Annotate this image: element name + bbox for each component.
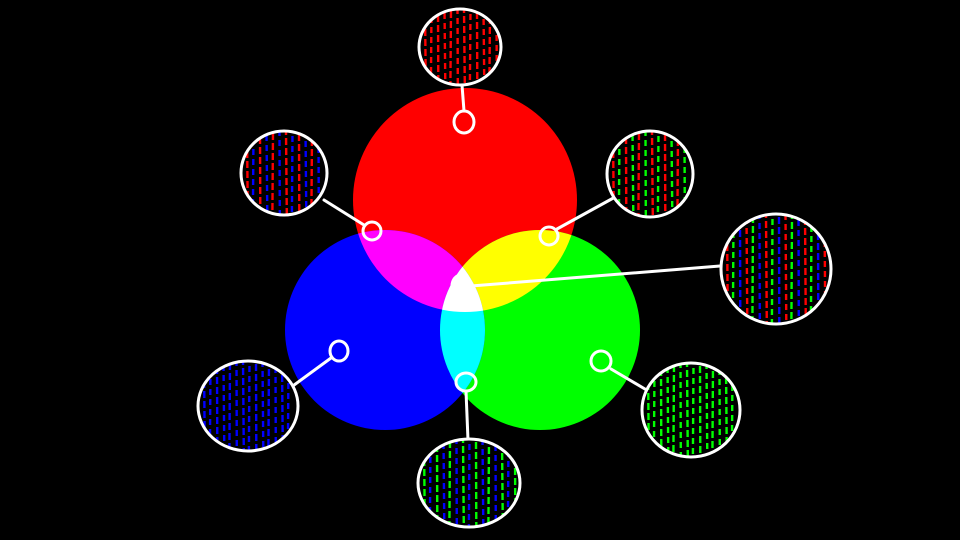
magnifier-outline	[417, 7, 503, 87]
magnifier-background	[419, 9, 501, 85]
stripe	[304, 131, 308, 215]
stripe	[448, 439, 452, 527]
magenta-overlap	[353, 230, 485, 312]
stripe	[284, 131, 288, 215]
region-marker	[589, 349, 613, 373]
stripe	[803, 214, 807, 324]
leader-line	[460, 83, 466, 113]
leader-line	[469, 264, 722, 288]
magnifier-outline	[719, 212, 833, 326]
magnifier-outline	[640, 361, 742, 459]
stripe	[247, 361, 251, 451]
leader-line	[288, 356, 333, 390]
region-marker	[452, 109, 476, 135]
stripe	[487, 439, 491, 527]
stripe	[691, 363, 695, 457]
stripe	[676, 131, 680, 217]
stripe	[265, 131, 269, 215]
magnifier-background	[642, 363, 740, 457]
region-marker	[538, 225, 560, 247]
region-marker	[328, 339, 350, 363]
magnifier-outline	[416, 437, 522, 529]
callout-red	[417, 7, 503, 135]
stripe	[442, 439, 446, 527]
stripe	[228, 361, 232, 451]
stripe	[670, 131, 674, 217]
yellow-overlap	[440, 230, 577, 312]
stripe	[462, 9, 466, 85]
color-venn	[285, 88, 640, 430]
region-marker	[361, 220, 383, 242]
magnifier-outline	[239, 129, 329, 217]
callout-yellow	[538, 129, 695, 247]
stripe	[482, 9, 486, 85]
stripe	[290, 131, 294, 215]
stripe	[770, 214, 774, 324]
stripe	[631, 131, 635, 217]
stripe	[500, 439, 504, 527]
stripe	[222, 361, 226, 451]
stripe	[745, 214, 749, 324]
stripe	[449, 9, 453, 85]
region-marker	[454, 371, 478, 393]
stripe	[809, 214, 813, 324]
stripe	[280, 361, 284, 451]
leader-line	[464, 389, 470, 442]
stripe	[443, 9, 447, 85]
leader-line	[322, 198, 366, 227]
leader-line	[609, 367, 652, 394]
stripe	[685, 363, 689, 457]
stripe	[751, 214, 755, 324]
region-marker	[450, 273, 472, 299]
leader-line	[555, 194, 619, 231]
magnifier-outline	[196, 359, 300, 453]
stripe	[711, 363, 715, 457]
stripe	[784, 214, 788, 324]
stripe	[790, 214, 794, 324]
stripe	[650, 131, 654, 217]
callout-magenta	[239, 129, 383, 242]
stripe	[481, 439, 485, 527]
stripe	[261, 361, 265, 451]
stripe	[461, 439, 465, 527]
magnifier-background	[721, 214, 831, 324]
stripe	[637, 131, 641, 217]
stripe	[310, 131, 314, 215]
stripe	[666, 363, 670, 457]
stripe	[468, 9, 472, 85]
stripe	[672, 363, 676, 457]
stripe	[271, 131, 275, 215]
callout-cyan	[416, 371, 522, 529]
stripe	[705, 363, 709, 457]
magnifier-outline	[605, 129, 695, 219]
stripe	[764, 214, 768, 324]
